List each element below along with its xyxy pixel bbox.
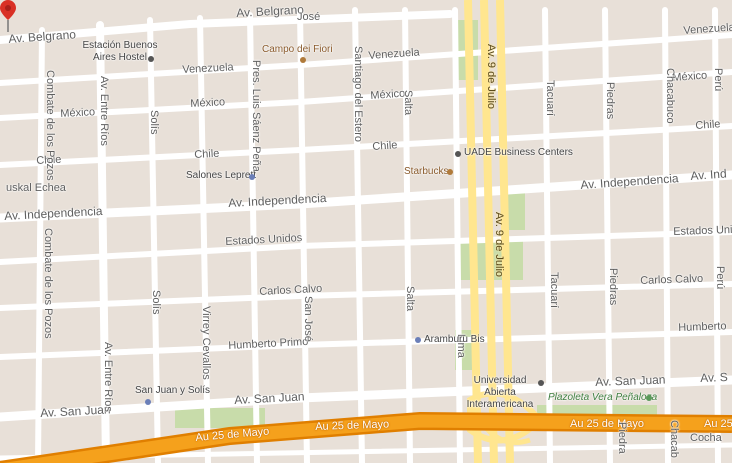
label-av-san-juan-east: Av. San Juan bbox=[594, 372, 666, 389]
label-mexico-west: México bbox=[60, 106, 96, 120]
restaurant-icon bbox=[300, 57, 306, 63]
school-icon bbox=[538, 380, 544, 386]
street-av-entre-rios bbox=[96, 21, 110, 463]
street-av-belgrano bbox=[0, 10, 454, 44]
label-av-san-juan-west: Av. San Juan bbox=[39, 402, 111, 420]
street-chacabuco bbox=[662, 7, 671, 463]
label-av-9-de-julio-south: Av. 9 de Julio bbox=[493, 212, 505, 278]
label-entre-rios-south: Av. Entre Ríos bbox=[102, 342, 114, 412]
label-mexico-center: México bbox=[190, 96, 226, 110]
label-chile-center: Chile bbox=[194, 147, 220, 161]
street-tacuari bbox=[542, 7, 553, 463]
label-peru-south: Perú bbox=[714, 266, 726, 290]
label-au-25-center: Au 25 de Mayo bbox=[315, 418, 390, 433]
transit-icon bbox=[145, 399, 151, 405]
label-chile-far-east: Chile bbox=[695, 118, 721, 132]
cafe-icon bbox=[447, 169, 453, 175]
street-solis bbox=[147, 17, 161, 463]
street-combate-de-los-pozos bbox=[35, 27, 45, 463]
label-chacab-fragment: Chacab bbox=[668, 420, 680, 458]
av-9-de-julio-lane bbox=[496, 0, 514, 463]
label-combate-north: Combate de los Pozos bbox=[44, 70, 56, 181]
poi-aramburu[interactable]: Aramburu Bis bbox=[424, 334, 485, 345]
poi-plazoleta[interactable]: Plazoleta Vera Peñaloza bbox=[548, 392, 658, 403]
label-av-s-fragment: Av. S bbox=[699, 370, 729, 385]
label-tacuari-north: Tacuarí bbox=[544, 80, 556, 117]
label-av-san-juan-center: Av. San Juan bbox=[233, 389, 305, 407]
label-au-25-fragment: Au 25 bbox=[704, 418, 732, 430]
street-lima bbox=[452, 7, 463, 463]
highway-fill bbox=[2, 414, 732, 463]
poi-uade[interactable]: UADE Business Centers bbox=[464, 147, 573, 158]
street-humberto-primo bbox=[0, 329, 732, 360]
label-san-jose: San José bbox=[302, 296, 314, 342]
av-9-de-julio-lane bbox=[464, 0, 482, 463]
poi-universidad-abierta[interactable]: Universidad Abierta Interamericana bbox=[466, 375, 534, 410]
label-chacabuco: Chacabuco bbox=[664, 68, 676, 124]
label-mexico-east: México bbox=[370, 87, 406, 102]
label-piedras-south: Piedras bbox=[607, 268, 619, 306]
au-25-de-mayo-highway bbox=[0, 411, 732, 463]
poi-starbucks[interactable]: Starbucks bbox=[404, 166, 449, 177]
label-entre-rios-north: Av. Entre Ríos bbox=[98, 76, 110, 146]
street-saenz-pena bbox=[247, 12, 260, 463]
label-piedras-north: Piedras bbox=[604, 82, 616, 120]
label-cocha-fragment: Cocha bbox=[690, 432, 722, 444]
label-virrey-cevallos: Virrey Cevallos bbox=[200, 306, 212, 380]
venue-icon bbox=[249, 174, 255, 180]
park-icon bbox=[646, 395, 652, 401]
label-humberto-east: Humberto bbox=[678, 320, 727, 334]
building-icon bbox=[455, 151, 461, 157]
street-av-san-juan bbox=[0, 375, 732, 422]
poi-salones-leprett[interactable]: Salones Leprett bbox=[186, 170, 257, 181]
street-virrey-cevallos bbox=[197, 15, 211, 463]
poi-san-juan-y-solis[interactable]: San Juan y Solís bbox=[135, 385, 211, 396]
poi-hostel[interactable]: Estación Buenos Aires Hostel bbox=[82, 40, 158, 63]
label-carlos-calvo-east: Carlos Calvo bbox=[640, 272, 704, 287]
label-estados-unidos-east: Estados Unido bbox=[673, 223, 732, 238]
label-av-ind-fragment: Av. Ind bbox=[689, 166, 728, 183]
label-av-belgrano: Av. Belgrano bbox=[235, 2, 305, 20]
label-au-25-east: Au 25 de Mayo bbox=[570, 418, 644, 430]
label-saenz-pena: Pres. Luis Sáenz Peña bbox=[250, 60, 262, 172]
label-av-9-de-julio-north: Av. 9 de Julio bbox=[485, 44, 497, 110]
label-peru-north: Perú bbox=[712, 68, 724, 92]
label-solis-south: Solís bbox=[150, 290, 162, 315]
street-salta bbox=[402, 7, 413, 463]
av-9-de-julio-lanes bbox=[464, 0, 514, 463]
location-pin-icon[interactable] bbox=[0, 0, 16, 32]
label-santiago-del-estero: Santiago del Estero bbox=[352, 46, 364, 143]
street-piedras bbox=[602, 7, 613, 463]
av-9-de-julio-lane bbox=[480, 0, 498, 463]
street-san-jose bbox=[297, 9, 310, 463]
label-piedra-fragment: Piedra bbox=[616, 422, 628, 454]
label-salta-north: Salta bbox=[402, 90, 414, 116]
store-icon bbox=[415, 337, 421, 343]
label-uskal-fragment: uskal Echea bbox=[6, 182, 66, 194]
label-tacuari-south: Tacuarí bbox=[548, 272, 560, 309]
label-jose-fragment: José bbox=[297, 11, 321, 23]
street-peru bbox=[712, 7, 721, 463]
label-salta-south: Salta bbox=[404, 286, 416, 312]
label-chile-east: Chile bbox=[372, 139, 398, 153]
street-santiago-del-estero bbox=[352, 7, 365, 463]
poi-campo-dei-fiori[interactable]: Campo dei Fiori bbox=[262, 44, 333, 55]
street-network bbox=[0, 7, 732, 463]
park-area bbox=[175, 408, 265, 428]
label-mexico-far-east: México bbox=[672, 69, 708, 84]
label-solis-north: Solís bbox=[148, 110, 160, 135]
hotel-icon bbox=[148, 56, 154, 62]
label-combate-south: Combate de los Pozos bbox=[42, 228, 54, 339]
